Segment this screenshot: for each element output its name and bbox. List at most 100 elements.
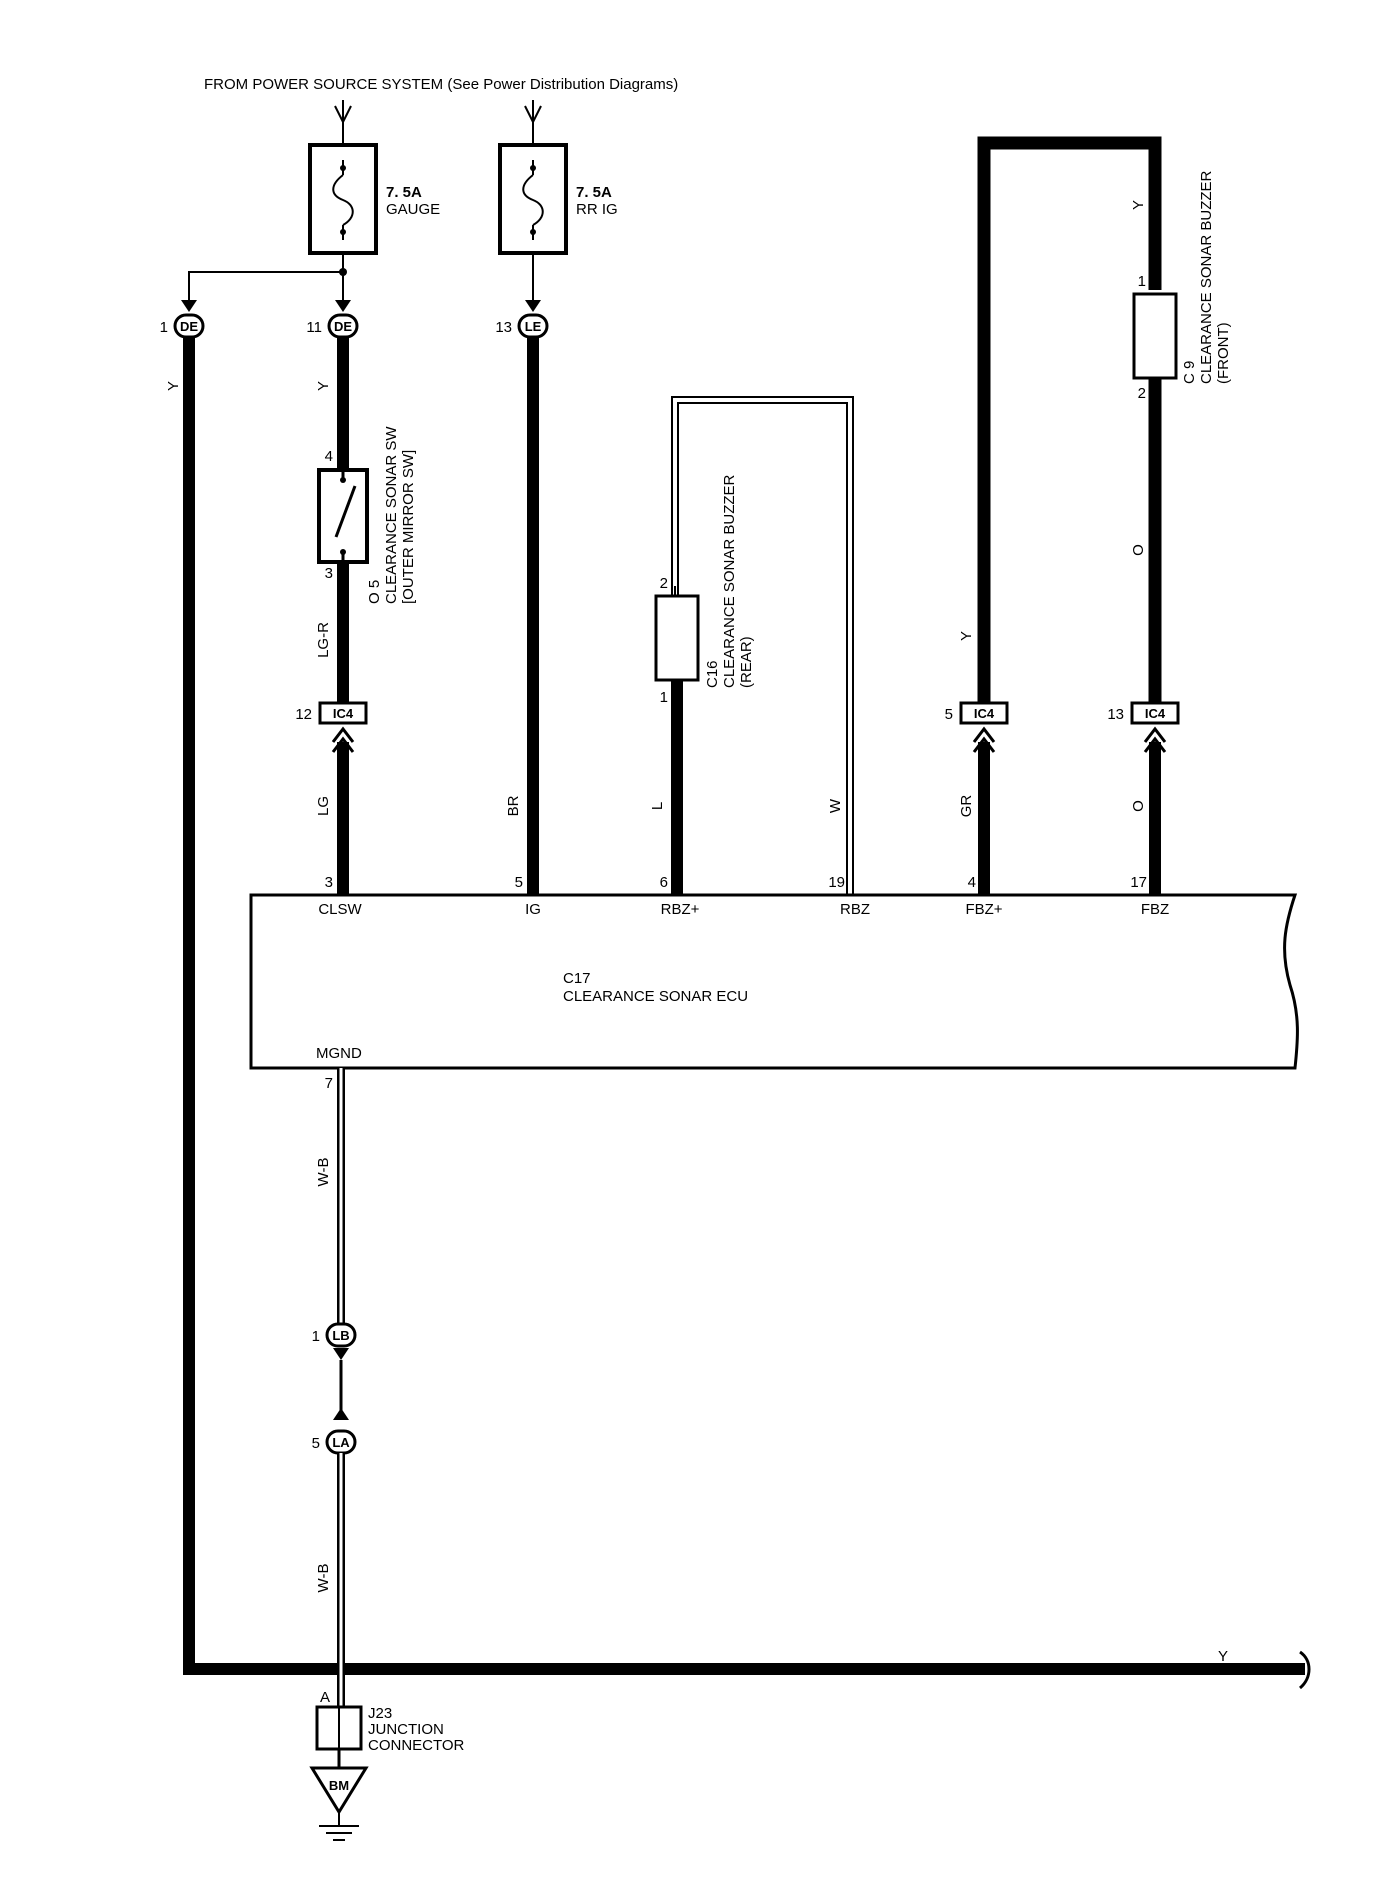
power-arrowhead-gauge [334, 105, 352, 125]
svg-text:6: 6 [660, 874, 668, 891]
svg-text:CONNECTOR: CONNECTOR [368, 1737, 465, 1754]
wire-color-y-bottom: Y [1218, 1648, 1228, 1665]
ecu-pin-fbz-plus: 4 FBZ+ [965, 874, 1002, 918]
ecu-pin-ig: 5 IG [515, 874, 541, 918]
wire-color-lg: LG [315, 796, 332, 816]
ecu-pin-clsw: 3 CLSW [318, 874, 362, 918]
ecu-name: CLEARANCE SONAR ECU [563, 988, 748, 1005]
buzzer-c16-label: C16 CLEARANCE SONAR BUZZER (REAR) [704, 474, 755, 688]
svg-text:IG: IG [525, 901, 541, 918]
svg-text:12: 12 [295, 706, 312, 723]
svg-text:(FRONT): (FRONT) [1215, 322, 1232, 384]
svg-text:(REAR): (REAR) [738, 636, 755, 688]
wire-color-l: L [649, 802, 666, 810]
svg-text:3: 3 [325, 565, 333, 582]
svg-text:C16: C16 [704, 660, 721, 688]
svg-text:CLEARANCE SONAR SW: CLEARANCE SONAR SW [383, 426, 400, 604]
svg-text:CLEARANCE SONAR BUZZER: CLEARANCE SONAR BUZZER [721, 474, 738, 688]
connector-de-11: DE 11 [306, 313, 359, 339]
power-source-label: FROM POWER SOURCE SYSTEM (See Power Dist… [204, 76, 678, 93]
svg-text:1: 1 [312, 1328, 320, 1345]
buzzer-c9-label: C 9 CLEARANCE SONAR BUZZER (FRONT) [1181, 170, 1232, 384]
wire-color-lg-r: LG-R [315, 622, 332, 658]
fuse-rrig-rating: 7. 5A [576, 184, 612, 201]
connector-le-13: LE 13 [495, 313, 549, 339]
svg-text:[OUTER MIRROR SW]: [OUTER MIRROR SW] [400, 450, 417, 604]
ecu-pin-fbz: 17 FBZ [1130, 874, 1169, 918]
wire-split-de1 [188, 271, 343, 300]
wire-color-y-left: Y [165, 381, 182, 391]
svg-text:IC4: IC4 [333, 706, 354, 721]
wire-w-loop [671, 396, 854, 895]
ground-bm: BM [309, 1766, 369, 1826]
wire-color-y-fbz: Y [958, 631, 975, 641]
svg-text:C 9: C 9 [1181, 361, 1198, 384]
wire-color-w: W [827, 798, 844, 813]
fuse-gauge-rating: 7. 5A [386, 184, 422, 201]
svg-text:1: 1 [160, 319, 168, 336]
buzzer-c9: 1 2 [1132, 273, 1178, 402]
svg-text:5: 5 [312, 1435, 320, 1452]
svg-text:4: 4 [968, 874, 976, 891]
svg-text:J23: J23 [368, 1705, 392, 1722]
wire-color-br: BR [505, 795, 522, 816]
wire-color-y-c9: Y [1130, 200, 1147, 210]
svg-text:19: 19 [828, 874, 845, 891]
svg-text:5: 5 [945, 706, 953, 723]
svg-text:DE: DE [180, 319, 198, 334]
svg-text:FBZ: FBZ [1141, 901, 1169, 918]
ecu-pin-mgnd: MGND 7 [316, 1045, 362, 1092]
fuse-gauge: 7. 5A GAUGE [308, 128, 440, 255]
svg-text:LE: LE [525, 319, 542, 334]
wire-color-gr: GR [958, 795, 975, 818]
svg-text:IC4: IC4 [1145, 706, 1166, 721]
svg-text:DE: DE [334, 319, 352, 334]
svg-text:BM: BM [329, 1778, 349, 1793]
svg-text:7: 7 [325, 1075, 333, 1092]
svg-text:RBZ+: RBZ+ [661, 901, 700, 918]
wire-color-wb-lower: W-B [315, 1564, 332, 1593]
svg-text:3: 3 [325, 874, 333, 891]
svg-text:CLSW: CLSW [318, 901, 362, 918]
svg-text:17: 17 [1130, 874, 1147, 891]
svg-text:13: 13 [495, 319, 512, 336]
connector-ic4-13: IC4 13 [1107, 701, 1180, 753]
arrow-de1 [181, 300, 197, 312]
wire-break-mark [1298, 1650, 1311, 1690]
arrow-de11 [335, 300, 351, 312]
connector-lb-1: LB 1 [312, 1322, 357, 1360]
svg-text:CLEARANCE SONAR BUZZER: CLEARANCE SONAR BUZZER [1198, 170, 1215, 384]
wire-color-o-low: O [1130, 800, 1147, 812]
wire-y-fbz-loop [977, 136, 1162, 703]
connector-ic4-12: IC4 12 [295, 701, 368, 753]
svg-text:RBZ: RBZ [840, 901, 870, 918]
ground-icon [319, 1825, 359, 1841]
wire-w-loop-inner [673, 398, 852, 895]
svg-text:JUNCTION: JUNCTION [368, 1721, 444, 1738]
svg-text:IC4: IC4 [974, 706, 995, 721]
wire-color-wb-upper: W-B [315, 1158, 332, 1187]
ecu-pin-rbz-plus: 6 RBZ+ [660, 874, 700, 918]
svg-text:A: A [320, 1689, 330, 1706]
svg-text:LB: LB [332, 1328, 349, 1343]
switch-o5: 4 3 [317, 448, 369, 582]
svg-text:FBZ+: FBZ+ [965, 901, 1002, 918]
fuse-gauge-name: GAUGE [386, 201, 440, 218]
connector-de-1: DE 1 [160, 313, 205, 339]
fuse-rr-ig: 7. 5A RR IG [498, 128, 618, 255]
ecu-code: C17 [563, 970, 591, 987]
arrow-le13 [525, 300, 541, 312]
ecu-body [249, 893, 1299, 1070]
connector-ic4-5: IC4 5 [945, 701, 1009, 753]
svg-text:13: 13 [1107, 706, 1124, 723]
svg-text:MGND: MGND [316, 1045, 362, 1062]
svg-text:11: 11 [306, 319, 322, 336]
ecu-pin-rbz: 19 RBZ [828, 874, 870, 918]
switch-o5-label: O 5 CLEARANCE SONAR SW [OUTER MIRROR SW] [366, 426, 417, 604]
svg-text:LA: LA [332, 1435, 350, 1450]
wire-color-o-mid: O [1130, 544, 1147, 556]
power-arrowhead-rrig [524, 105, 542, 125]
svg-text:4: 4 [325, 448, 333, 465]
svg-text:2: 2 [1138, 385, 1146, 402]
